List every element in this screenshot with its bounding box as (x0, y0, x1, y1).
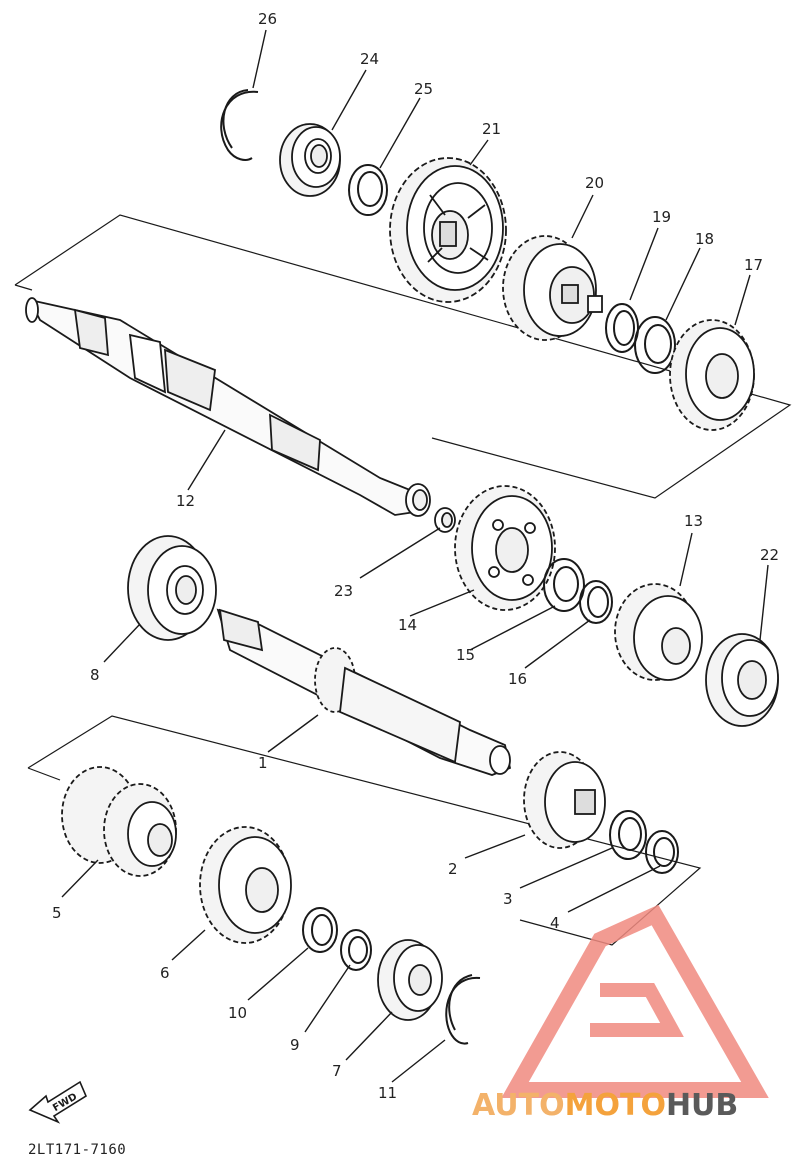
label-3: 3 (503, 890, 513, 908)
part-number-labels: 26 24 25 21 20 19 18 17 12 23 14 15 16 1… (52, 10, 779, 1102)
label-18: 18 (695, 230, 714, 248)
label-20: 20 (585, 174, 604, 192)
part-6-gear (199, 826, 292, 944)
part-1-shaft (216, 608, 512, 776)
label-8: 8 (90, 666, 100, 684)
part-12-shaft (25, 297, 431, 517)
brand-auto: AUTO (472, 1088, 565, 1123)
label-25: 25 (414, 80, 433, 98)
part-7-bearing (377, 939, 443, 1021)
label-10: 10 (228, 1004, 247, 1022)
automotohub-logo (501, 904, 769, 1098)
part-21-gear (389, 157, 507, 303)
part-5-gear (61, 766, 177, 877)
brand-hub: HUB (665, 1088, 739, 1123)
part-23-collar (434, 507, 456, 533)
part-20-gear (502, 235, 603, 341)
label-16: 16 (508, 670, 527, 688)
label-13: 13 (684, 512, 703, 530)
label-11: 11 (378, 1084, 397, 1102)
part-24-bearing (279, 123, 341, 197)
label-4: 4 (550, 914, 560, 932)
label-26: 26 (258, 10, 277, 28)
label-12: 12 (176, 492, 195, 510)
part-14-gear (454, 485, 556, 611)
part-9-circlip (340, 929, 372, 971)
label-1: 1 (258, 754, 268, 772)
label-22: 22 (760, 546, 779, 564)
label-15: 15 (456, 646, 475, 664)
group-box-upper (14, 214, 792, 499)
part-16-circlip (579, 580, 613, 624)
label-17: 17 (744, 256, 763, 274)
label-24: 24 (360, 50, 379, 68)
label-19: 19 (652, 208, 671, 226)
part-10-washer (302, 907, 338, 953)
label-14: 14 (398, 616, 417, 634)
drawing-code: 2LT171-7160 (28, 1142, 127, 1158)
part-15-washer (543, 558, 585, 612)
watermark-brand: AUTOMOTOHUB (472, 1088, 738, 1123)
part-17-gear (669, 319, 755, 431)
part-11-circlip (445, 974, 481, 1045)
part-13-gear (614, 583, 703, 681)
label-23: 23 (334, 582, 353, 600)
part-8-bearing (127, 535, 217, 641)
part-2-gear (523, 751, 606, 849)
part-3-washer (609, 810, 647, 860)
label-6: 6 (160, 964, 170, 982)
brand-moto: MOTO (564, 1088, 666, 1123)
part-26-circlip (220, 89, 259, 161)
group-box-lower (27, 715, 702, 946)
part-4-circlip (645, 830, 679, 874)
label-2: 2 (448, 860, 458, 878)
part-25-washer (348, 164, 388, 216)
fwd-arrow-icon: FWD (28, 1080, 88, 1124)
label-9: 9 (290, 1036, 300, 1054)
label-5: 5 (52, 904, 62, 922)
part-22-bearing (705, 633, 779, 727)
part-18-washer (634, 316, 676, 374)
label-21: 21 (482, 120, 501, 138)
label-7: 7 (332, 1062, 342, 1080)
part-19-circlip (605, 303, 639, 353)
